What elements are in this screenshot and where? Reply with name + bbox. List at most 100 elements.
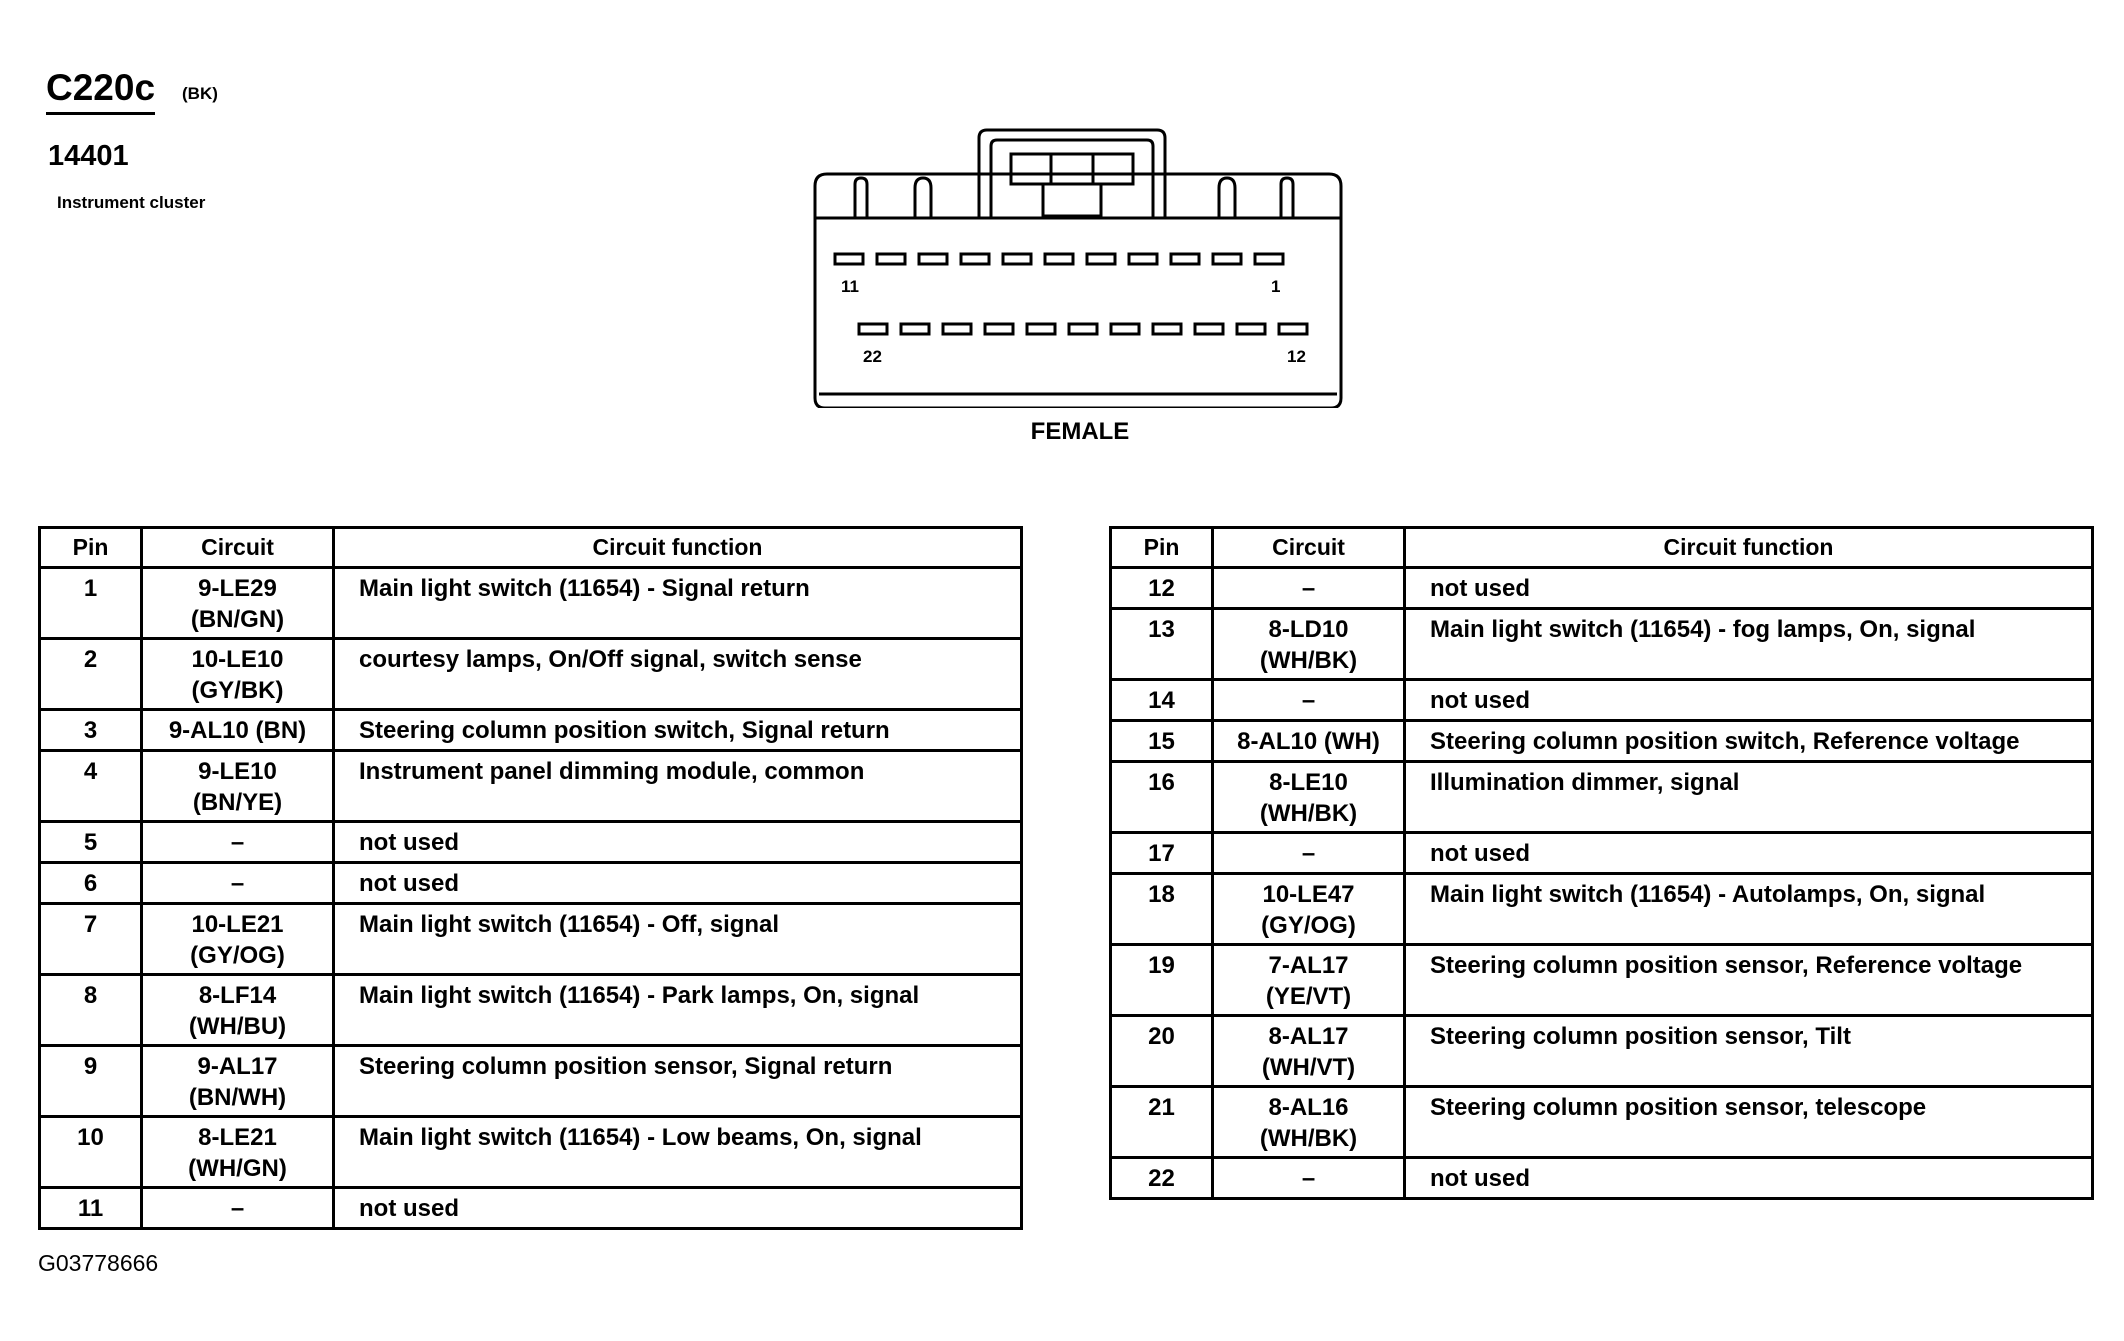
circuit-cell: – — [1211, 831, 1406, 875]
circuit-function: not used — [332, 820, 1023, 864]
pin-number: 13 — [1109, 607, 1214, 681]
circuit-id: 8-LD10 — [1268, 616, 1349, 643]
header-pin: Pin — [38, 526, 143, 569]
circuit-id: 8-LE10 — [1269, 769, 1348, 796]
circuit-function: Steering column position switch, Signal … — [332, 708, 1023, 752]
connector-face-diagram: 11 1 22 12 — [807, 128, 1347, 413]
circuit-function: Steering column position sensor, Referen… — [1403, 943, 2094, 1017]
pin-number: 6 — [38, 861, 143, 905]
circuit-id: – — [1301, 687, 1316, 714]
pinout-table-right: Pin Circuit Circuit function 12 – not used… — [1109, 526, 2094, 1200]
connector-code: C220c — [46, 66, 156, 115]
circuit-cell: 9-LE10(BN/YE) — [140, 749, 335, 823]
wire-color: (WH/BK) — [1259, 1125, 1358, 1152]
pin-number: 5 — [38, 820, 143, 864]
pin-number: 20 — [1109, 1014, 1214, 1088]
pin-label-11: 11 — [841, 277, 859, 296]
circuit-cell: 7-AL17(YE/VT) — [1211, 943, 1406, 1017]
circuit-cell: 9-AL17 (BN/WH) — [140, 1044, 335, 1118]
circuit-cell: 8-LE10 (WH/BK) — [1211, 760, 1406, 834]
circuit-id: – — [1301, 575, 1316, 602]
pin-number: 16 — [1109, 760, 1214, 834]
circuit-id: 7-AL17 — [1268, 952, 1349, 979]
table-header-row: Pin Circuit Circuit function — [38, 526, 1023, 569]
circuit-function: courtesy lamps, On/Off signal, switch se… — [332, 637, 1023, 711]
table-row: 12 – not used — [1109, 566, 2094, 610]
circuit-id: 9-LE10 — [198, 758, 277, 785]
circuit-function: not used — [1403, 566, 2094, 610]
wire-color: (BN/WH) — [188, 1084, 287, 1111]
table-row: 5–not used — [38, 820, 1023, 864]
circuit-cell: 9-AL10 (BN) — [140, 708, 335, 752]
header-circuit: Circuit — [140, 526, 335, 569]
circuit-cell: – — [140, 1186, 335, 1230]
circuit-id: 8-LF14 — [198, 982, 277, 1009]
circuit-function: Main light switch (11654) - Off, signal — [332, 902, 1023, 976]
pin-number: 17 — [1109, 831, 1214, 875]
circuit-id: 8-AL10 (WH) — [1237, 728, 1380, 755]
pin-number: 14 — [1109, 678, 1214, 722]
table-row: 14–not used — [1109, 678, 2094, 722]
pin-number: 15 — [1109, 719, 1214, 763]
circuit-cell: 10-LE21 (GY/OG) — [140, 902, 335, 976]
circuit-cell: 8-LE21(WH/GN) — [140, 1115, 335, 1189]
circuit-cell: 8-LD10(WH/BK) — [1211, 607, 1406, 681]
pin-number: 11 — [38, 1186, 143, 1230]
circuit-function: Main light switch (11654) - Autolamps, O… — [1403, 872, 2094, 946]
table-row: 3 9-AL10 (BN) Steering column position swi… — [38, 708, 1023, 752]
circuit-function: Instrument panel dimming module, common — [332, 749, 1023, 823]
circuit-id: 9-AL17 — [197, 1053, 278, 1080]
circuit-cell: – — [140, 861, 335, 905]
circuit-cell: 8-AL10 (WH) — [1211, 719, 1406, 763]
pin-number: 19 — [1109, 943, 1214, 1017]
component-name: Instrument cluster — [57, 193, 206, 212]
circuit-id: 9-AL10 (BN) — [168, 717, 307, 744]
header-circuit: Circuit — [1211, 526, 1406, 569]
pin-number: 4 — [38, 749, 143, 823]
circuit-function: Steering column position sensor, telesco… — [1403, 1085, 2094, 1159]
circuit-cell: – — [1211, 566, 1406, 610]
wire-color: (WH/VT) — [1261, 1054, 1356, 1081]
pin-number: 9 — [38, 1044, 143, 1118]
circuit-id: 10-LE21 — [191, 911, 284, 938]
circuit-id: 10-LE10 — [191, 646, 284, 673]
circuit-function: not used — [332, 861, 1023, 905]
pin-number: 22 — [1109, 1156, 1214, 1200]
circuit-id: 8-AL17 — [1268, 1023, 1349, 1050]
circuit-function: Main light switch (11654) - fog lamps, O… — [1403, 607, 2094, 681]
circuit-function: Illumination dimmer, signal — [1403, 760, 2094, 834]
pin-number: 3 — [38, 708, 143, 752]
wire-color: (WH/GN) — [188, 1155, 287, 1182]
pin-number: 21 — [1109, 1085, 1214, 1159]
wire-color: (WH/BK) — [1259, 800, 1358, 827]
circuit-function: not used — [332, 1186, 1023, 1230]
connector-drawing: 11 1 22 12 — [813, 128, 1343, 410]
table-header-row: Pin Circuit Circuit function — [1109, 526, 2094, 569]
wire-color: (BN/GN) — [190, 606, 285, 633]
circuit-id: – — [1301, 1165, 1316, 1192]
header-function: Circuit function — [1403, 526, 2094, 569]
circuit-function: Main light switch (11654) - Signal retur… — [332, 566, 1023, 640]
circuit-id: 8-AL16 — [1268, 1094, 1349, 1121]
pin-number: 12 — [1109, 566, 1214, 610]
circuit-id: – — [230, 870, 245, 897]
circuit-cell: 8-AL16 (WH/BK) — [1211, 1085, 1406, 1159]
connector-color: (BK) — [182, 84, 218, 103]
circuit-cell: – — [1211, 1156, 1406, 1200]
pin-number: 10 — [38, 1115, 143, 1189]
circuit-id: 9-LE29 — [198, 575, 277, 602]
circuit-cell: – — [1211, 678, 1406, 722]
figure-id: G03778666 — [38, 1250, 159, 1276]
wire-color: (GY/OG) — [1261, 912, 1356, 939]
table-row: 16 8-LE10 (WH/BK) Illumination dimmer, sign… — [1109, 760, 2094, 834]
wire-color: (GY/OG) — [190, 942, 285, 969]
